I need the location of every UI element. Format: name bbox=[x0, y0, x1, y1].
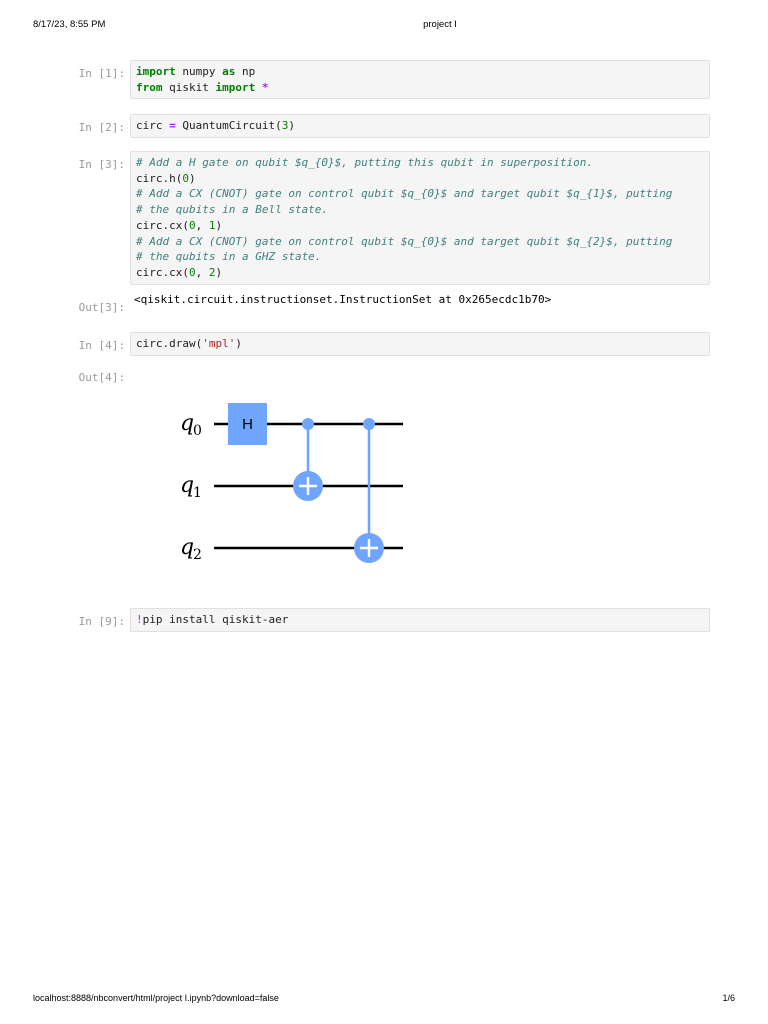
qubit-label-1: q 1 bbox=[180, 473, 202, 501]
cnot-1-control-dot bbox=[302, 418, 314, 430]
code-token: import bbox=[136, 65, 176, 78]
code-token: circ.h( bbox=[136, 171, 183, 185]
code-token: 1 bbox=[208, 218, 216, 232]
code-token: # the qubits in a Bell state. bbox=[136, 203, 329, 217]
code-token: 2 bbox=[208, 265, 216, 279]
print-datetime: 8/17/23, 8:55 PM bbox=[33, 19, 106, 30]
print-url: localhost:8888/nbconvert/html/project I.… bbox=[33, 993, 279, 1003]
svg-text:2: 2 bbox=[193, 547, 202, 563]
h-gate-label: H bbox=[242, 416, 253, 433]
code-token: 0 bbox=[188, 218, 196, 232]
code-token: qiskit bbox=[162, 80, 216, 94]
code-line: circ.h(0) bbox=[136, 171, 704, 187]
code-block: circ = QuantumCircuit(3) bbox=[136, 118, 704, 134]
code-line: circ.cx(0, 1) bbox=[136, 218, 704, 234]
input-prompt: In [1]: bbox=[78, 67, 125, 80]
h-gate bbox=[228, 403, 267, 445]
qubit-label-2: q 2 bbox=[180, 535, 202, 563]
cnot-2-control-dot bbox=[363, 418, 375, 430]
code-token: 0 bbox=[182, 171, 189, 185]
code-token: = bbox=[169, 119, 176, 132]
input-prompt: In [3]: bbox=[78, 158, 125, 171]
code-token: * bbox=[261, 80, 269, 94]
code-line: # Add a CX (CNOT) gate on control qubit … bbox=[136, 186, 704, 202]
print-title: project I bbox=[423, 19, 457, 30]
code-token: ) bbox=[288, 119, 295, 132]
svg-text:q: q bbox=[180, 411, 194, 436]
code-line: # the qubits in a GHZ state. bbox=[136, 249, 704, 265]
code-token: circ.cx( bbox=[136, 218, 189, 232]
code-line: # Add a CX (CNOT) gate on control qubit … bbox=[136, 234, 704, 250]
code-token: QuantumCircuit( bbox=[175, 119, 282, 132]
svg-text:q: q bbox=[180, 473, 194, 498]
code-token: ) bbox=[215, 218, 223, 232]
code-token: 3 bbox=[281, 119, 289, 132]
input-prompt: In [2]: bbox=[78, 121, 125, 134]
code-line: from qiskit import * bbox=[136, 80, 704, 96]
code-cell-5[interactable]: !pip install qiskit-aer bbox=[130, 608, 710, 632]
input-prompt: In [9]: bbox=[78, 615, 125, 628]
code-token: # the qubits in a GHZ state. bbox=[136, 250, 322, 264]
code-token: circ bbox=[136, 119, 170, 132]
code-token: # Add a CX (CNOT) gate on control qubit … bbox=[136, 234, 673, 248]
code-block: # Add a H gate on qubit $q_{0}$, putting… bbox=[136, 155, 704, 281]
code-token: as bbox=[222, 65, 236, 78]
svg-text:0: 0 bbox=[193, 423, 202, 439]
svg-text:q: q bbox=[180, 535, 194, 560]
code-line: import numpy as np bbox=[136, 64, 704, 80]
code-token: # Add a CX (CNOT) gate on control qubit … bbox=[136, 187, 673, 201]
code-token: ) bbox=[215, 265, 223, 279]
code-block: circ.draw('mpl') bbox=[136, 336, 704, 352]
output-prompt: Out[3]: bbox=[78, 301, 125, 314]
code-token: pip install qiskit-aer bbox=[142, 613, 289, 626]
code-token: 'mpl' bbox=[202, 337, 236, 350]
code-token: ! bbox=[136, 613, 143, 626]
code-line: circ.cx(0, 2) bbox=[136, 265, 704, 281]
code-token: np bbox=[235, 65, 256, 78]
code-token: from bbox=[136, 80, 163, 94]
code-cell-3[interactable]: # Add a H gate on qubit $q_{0}$, putting… bbox=[130, 151, 710, 285]
print-page-number: 1/6 bbox=[722, 993, 735, 1003]
code-token: # Add a H gate on qubit $q_{0}$, putting… bbox=[136, 156, 593, 169]
code-line: circ.draw('mpl') bbox=[136, 336, 704, 352]
code-token bbox=[255, 81, 262, 94]
output-text: <qiskit.circuit.instructionset.Instructi… bbox=[134, 293, 552, 306]
code-token: , bbox=[195, 218, 209, 232]
code-token: , bbox=[195, 265, 209, 279]
code-token: import bbox=[215, 80, 256, 94]
output-prompt: Out[4]: bbox=[78, 371, 125, 384]
code-token: ) bbox=[235, 337, 242, 350]
code-line: !pip install qiskit-aer bbox=[136, 612, 704, 628]
code-token: 0 bbox=[188, 265, 196, 279]
svg-text:1: 1 bbox=[193, 485, 202, 501]
code-cell-2[interactable]: circ = QuantumCircuit(3) bbox=[130, 114, 710, 138]
circuit-diagram: q 0 q 1 q 2 H bbox=[170, 395, 410, 580]
code-token: numpy bbox=[175, 65, 223, 78]
code-cell-4[interactable]: circ.draw('mpl') bbox=[130, 332, 710, 356]
code-block: !pip install qiskit-aer bbox=[136, 612, 704, 628]
code-token: ) bbox=[188, 171, 196, 185]
qubit-label-0: q 0 bbox=[180, 411, 202, 439]
code-token: circ.cx( bbox=[136, 265, 189, 279]
input-prompt: In [4]: bbox=[78, 339, 125, 352]
code-token: circ.draw( bbox=[136, 337, 203, 350]
code-line: # the qubits in a Bell state. bbox=[136, 202, 704, 218]
code-line: circ = QuantumCircuit(3) bbox=[136, 118, 704, 134]
code-line: # Add a H gate on qubit $q_{0}$, putting… bbox=[136, 155, 704, 171]
